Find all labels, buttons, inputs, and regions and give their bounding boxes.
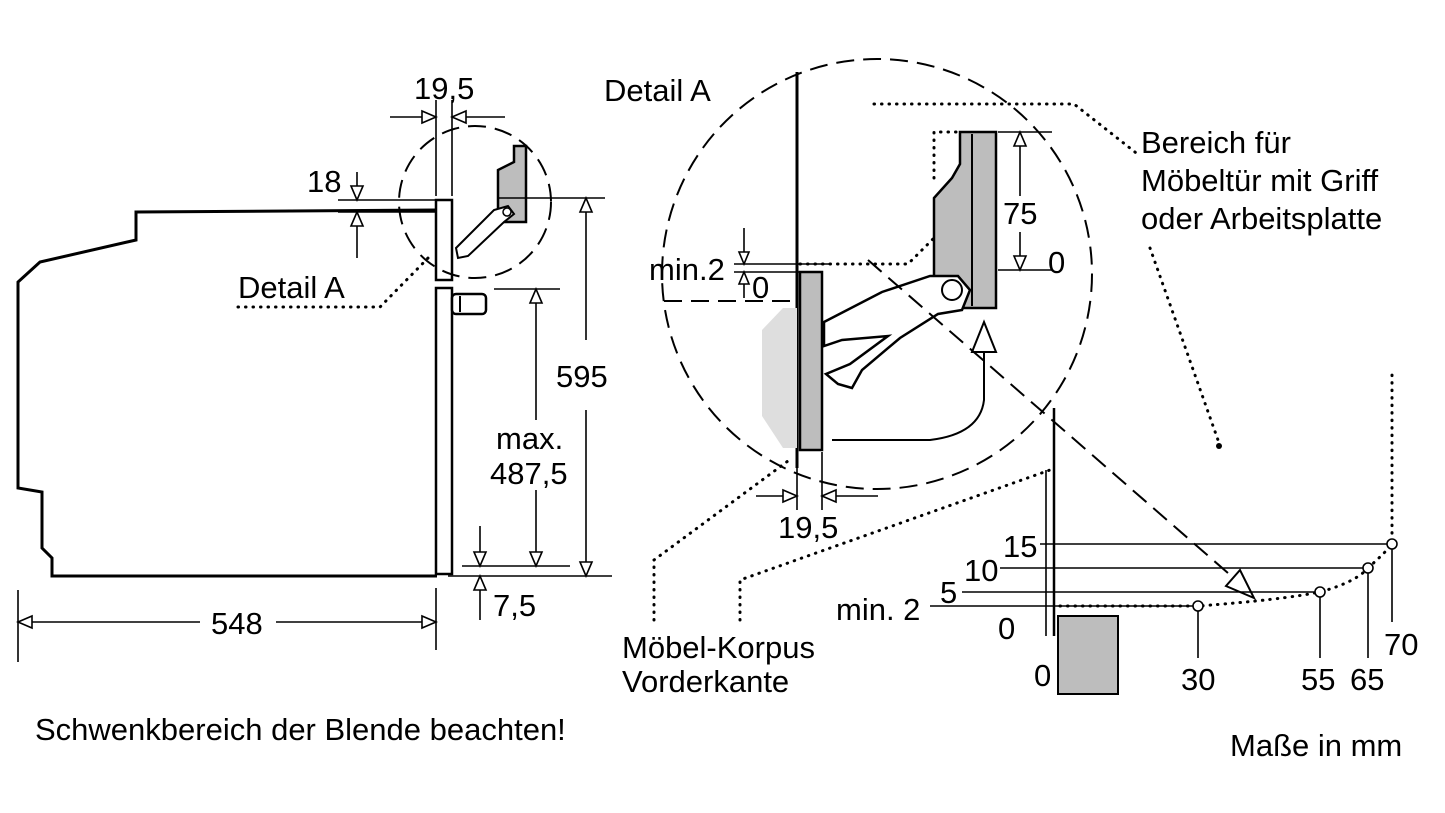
- x-label-55: 55: [1301, 662, 1335, 697]
- dim-detail-min: min.2: [649, 252, 725, 287]
- y-label-5: 5: [940, 575, 957, 610]
- dim-detail-75: 75: [1003, 196, 1037, 231]
- swing-range-chart: Bereich für Möbeltür mit Griff oder Arbe…: [836, 125, 1418, 697]
- dim-depth: 548: [211, 606, 263, 641]
- front-door: [434, 286, 454, 576]
- hinge-arm-large: [822, 274, 972, 390]
- hinge-arm-small: [454, 204, 516, 260]
- y-label-10: 10: [964, 553, 998, 588]
- dim-detail-bottom-gap: 19,5: [778, 510, 838, 545]
- units-label: Maße in mm: [1230, 728, 1402, 763]
- oven-body-outline: [16, 208, 438, 578]
- x-label-30: 30: [1181, 662, 1215, 697]
- detail-a-label-top: Detail A: [604, 73, 711, 108]
- korpus-label-line2: Vorderkante: [622, 664, 789, 699]
- dim-panel-top: 18: [307, 164, 341, 199]
- y-label-0: 0: [998, 611, 1015, 646]
- detail-a-label-left: Detail A: [238, 270, 345, 305]
- y-label-15: 15: [1003, 529, 1037, 564]
- door-handle: [450, 292, 488, 316]
- bereich-label-line3: oder Arbeitsplatte: [1141, 201, 1382, 236]
- bereich-label-line1: Bereich für: [1141, 125, 1291, 160]
- x-label-65: 65: [1350, 662, 1384, 697]
- dim-top-gap: 19,5: [414, 71, 474, 106]
- detail-a-circle-large: [661, 58, 1093, 490]
- detail-a-view: Detail A min.2 0 75 0 19,5 Möbel-Korpus …: [604, 58, 1257, 699]
- bereich-label-line2: Möbeltür mit Griff: [1141, 163, 1379, 198]
- front-panel-large: [798, 270, 824, 452]
- x-label-0: 0: [1034, 658, 1051, 693]
- dim-max-value: 487,5: [490, 456, 568, 491]
- front-panel-upper: [434, 198, 454, 282]
- furniture-door-large: [932, 130, 998, 310]
- korpus-label-line1: Möbel-Korpus: [622, 630, 815, 665]
- dim-bottom-gap: 7,5: [493, 588, 536, 623]
- dim-height-total: 595: [556, 359, 608, 394]
- y-label-min2: min. 2: [836, 592, 920, 627]
- detail-a-circle-small: [398, 125, 552, 279]
- swing-note: Schwenkbereich der Blende beachten!: [35, 712, 566, 747]
- oven-side-view: 19,5 18 Detail A 595 max. 487,5 7,5 548: [15, 71, 612, 662]
- dim-detail-75-zero: 0: [1048, 245, 1065, 280]
- dim-detail-zero: 0: [752, 270, 769, 305]
- dim-max-label: max.: [496, 421, 563, 456]
- x-label-70: 70: [1384, 627, 1418, 662]
